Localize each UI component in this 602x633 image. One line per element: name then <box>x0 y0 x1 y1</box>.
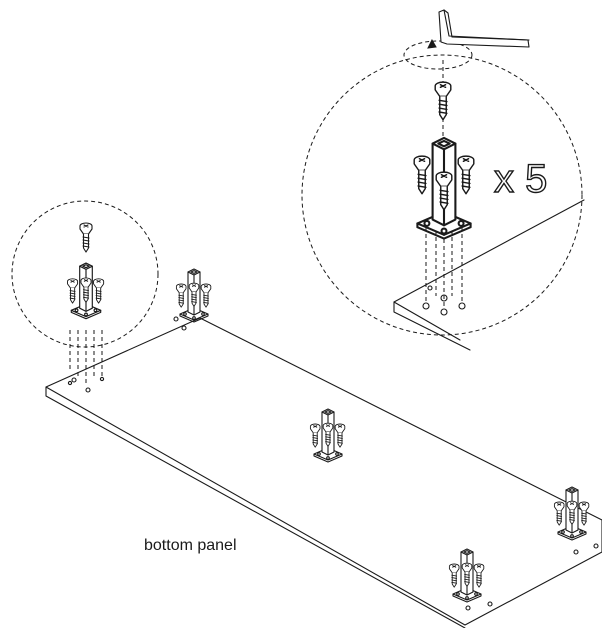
screw-icon <box>434 81 452 121</box>
detail-circle-right: x 5 <box>301 9 585 351</box>
hex-key-icon <box>438 9 530 48</box>
leg-right <box>554 487 588 540</box>
bottom-panel <box>45 316 602 629</box>
screw-icon <box>79 222 93 253</box>
dowel-hole-icon <box>67 316 599 611</box>
detail-circle-left <box>11 200 159 384</box>
screw-icon <box>457 155 475 195</box>
bottom-panel-label: bottom panel <box>144 537 237 554</box>
screw-icon <box>413 155 431 195</box>
quantity-multiplier: x 5 <box>494 157 547 201</box>
leg-post-icon <box>68 263 104 319</box>
leg-top-left <box>176 269 210 322</box>
rotation-arrow-icon <box>403 38 473 70</box>
